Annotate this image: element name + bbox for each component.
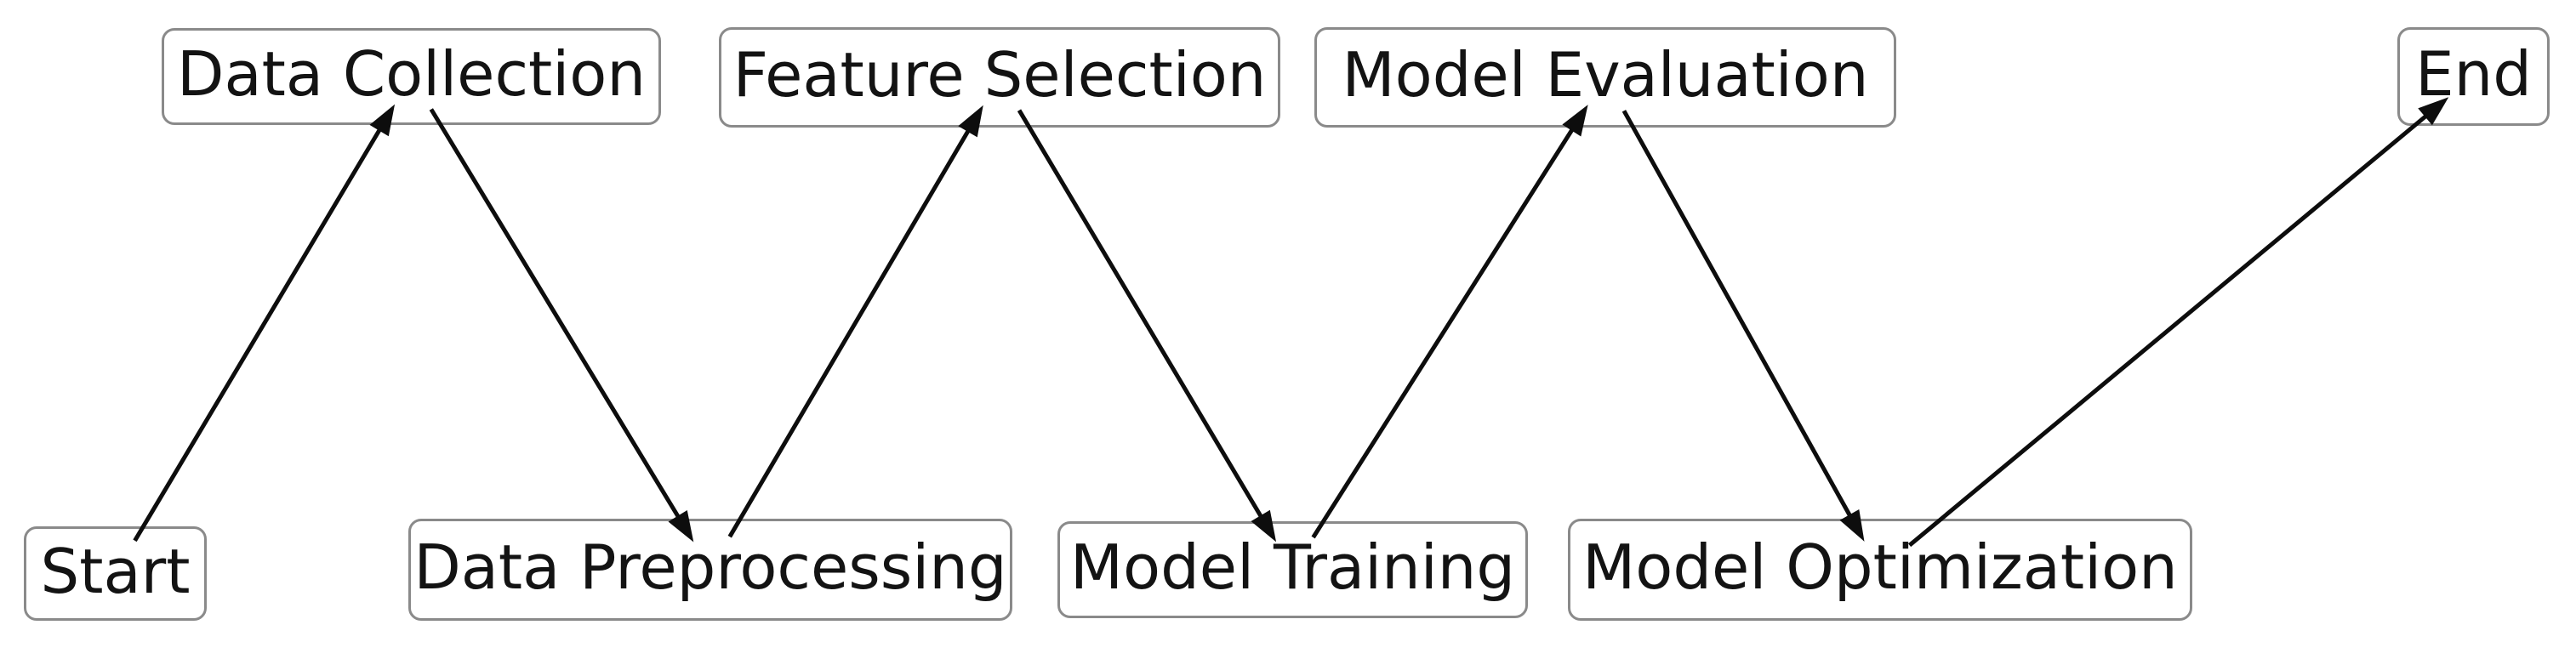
node-end: End: [2397, 27, 2550, 126]
node-label-model-evaluation: Model Evaluation: [1342, 39, 1869, 111]
node-data-preprocessing: Data Preprocessing: [408, 519, 1012, 621]
node-label-model-training: Model Training: [1069, 531, 1516, 603]
node-data-collection: Data Collection: [162, 28, 661, 125]
node-model-training: Model Training: [1057, 521, 1528, 618]
node-model-evaluation: Model Evaluation: [1314, 27, 1896, 128]
node-label-feature-selection: Feature Selection: [732, 39, 1267, 111]
node-model-optimization: Model Optimization: [1568, 519, 2192, 621]
node-label-start: Start: [40, 535, 191, 607]
node-start: Start: [24, 526, 207, 621]
node-label-data-collection: Data Collection: [177, 38, 646, 110]
node-label-data-preprocessing: Data Preprocessing: [413, 531, 1007, 603]
node-label-end: End: [2415, 38, 2532, 110]
node-feature-selection: Feature Selection: [719, 27, 1280, 128]
node-label-model-optimization: Model Optimization: [1582, 531, 2178, 603]
